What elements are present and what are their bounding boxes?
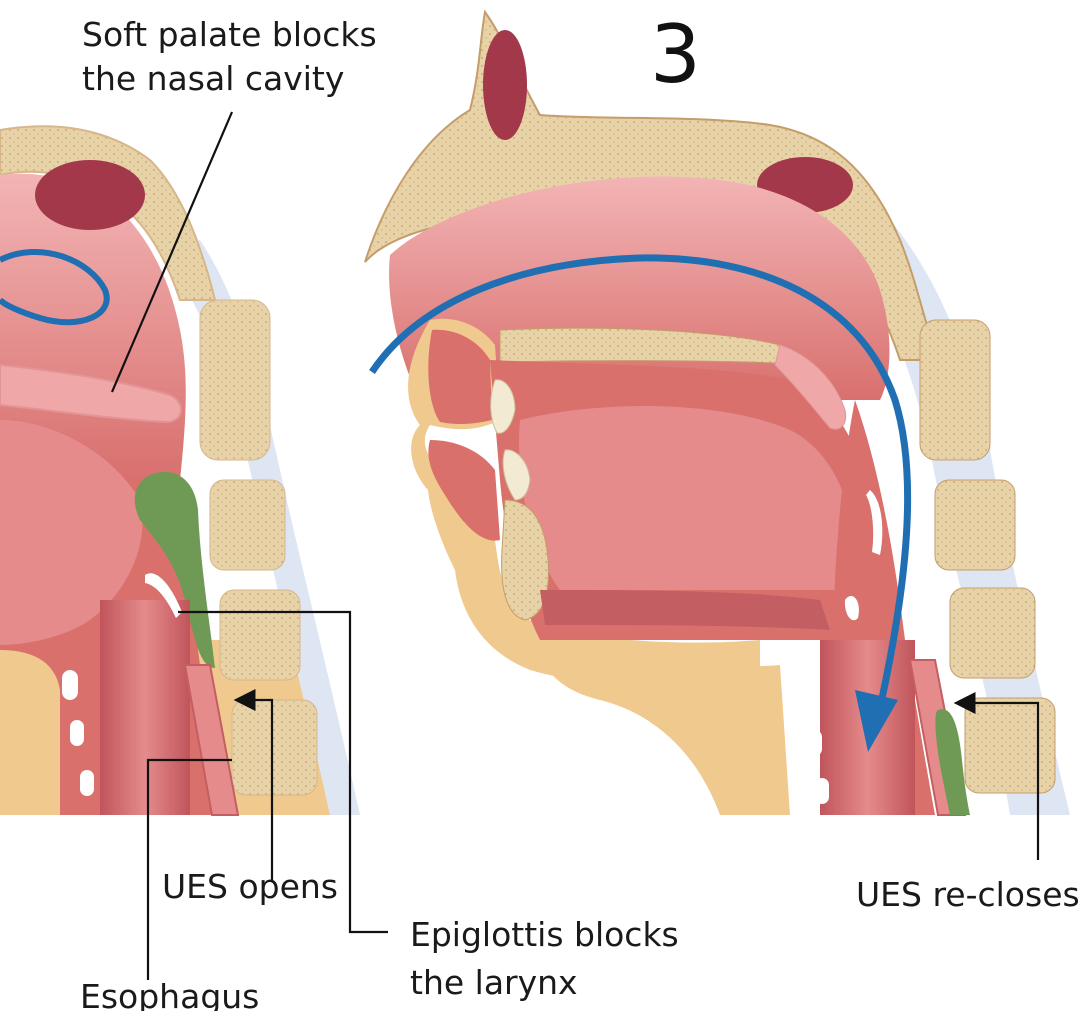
esophagus-label: Esophagus — [80, 977, 259, 1011]
left-head-illustration — [0, 126, 360, 815]
epiglottis-label-line2: the larynx — [410, 963, 578, 1002]
panel-number: 3 — [650, 8, 701, 101]
right-head-illustration — [365, 12, 1070, 815]
soft-palate-label-line1: Soft palate blocks — [82, 15, 377, 54]
ues-recloses-label: UES re-closes — [856, 875, 1080, 914]
left-sinus — [35, 160, 145, 230]
ues-opens-label: UES opens — [162, 867, 338, 906]
epiglottis-label-line1: Epiglottis blocks — [410, 915, 679, 954]
right-neck-skin — [540, 640, 790, 815]
right-frontal-sinus — [483, 30, 527, 140]
left-lower-skin — [0, 650, 60, 815]
right-trachea — [800, 640, 915, 815]
soft-palate-label-line2: the nasal cavity — [82, 59, 344, 98]
